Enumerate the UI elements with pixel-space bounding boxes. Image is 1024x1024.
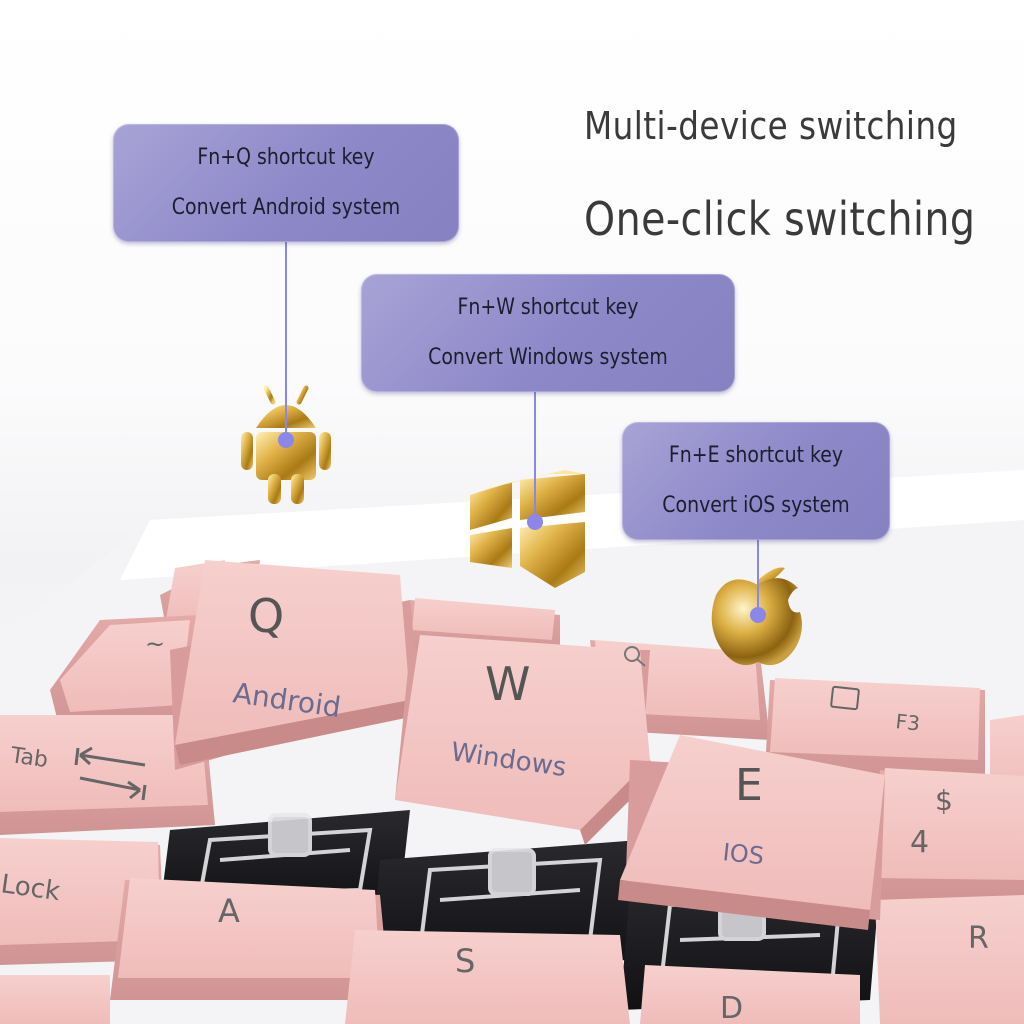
key-4-label: 4 xyxy=(910,825,929,860)
search-icon xyxy=(624,646,646,667)
key-e-letter: E xyxy=(735,760,763,811)
callout-windows: Fn+W shortcut key Convert Windows system xyxy=(361,274,735,392)
callout-description: Convert Android system xyxy=(171,195,401,220)
callout-shortcut: Fn+E shortcut key xyxy=(668,443,844,468)
headline-multi-device: Multi-device switching xyxy=(584,104,958,148)
headline-one-click: One-click switching xyxy=(584,192,976,246)
key-dollar-label: $ xyxy=(935,784,953,817)
key-tilde-label: ~ xyxy=(145,630,165,658)
key-s-label: S xyxy=(455,942,475,980)
keycap-4 xyxy=(870,768,1024,905)
key-w-letter: W xyxy=(485,657,530,711)
key-a-label: A xyxy=(218,892,240,930)
callout-shortcut: Fn+Q shortcut key xyxy=(197,145,375,170)
key-e-label: IOS xyxy=(721,838,765,870)
keycap-w xyxy=(395,635,655,845)
keycap xyxy=(50,615,200,730)
keycap-f3 xyxy=(765,678,985,780)
windows-icon xyxy=(470,470,585,588)
keycap-s xyxy=(345,930,630,1024)
key-f3-label: F3 xyxy=(894,709,921,735)
android-icon xyxy=(241,385,331,504)
key-tab-label: Tab xyxy=(8,743,49,773)
keycap-a xyxy=(110,878,390,1000)
key-d-label: D xyxy=(720,991,743,1024)
keycap-bottom-left xyxy=(0,975,110,1024)
keycap-q xyxy=(170,560,420,770)
screenshot-icon xyxy=(830,685,860,711)
callout-android: Fn+Q shortcut key Convert Android system xyxy=(113,124,459,242)
keycap-r xyxy=(875,895,1024,1024)
keycap-d xyxy=(640,965,860,1024)
connector-lines xyxy=(278,242,766,623)
callout-shortcut: Fn+W shortcut key xyxy=(457,295,639,320)
callout-ios: Fn+E shortcut key Convert iOS system xyxy=(622,422,890,540)
keycap-tab xyxy=(0,715,215,835)
callout-description: Convert Windows system xyxy=(428,345,668,370)
key-q-letter: Q xyxy=(248,589,284,643)
tab-arrows-icon xyxy=(74,746,147,801)
callout-description: Convert iOS system xyxy=(662,493,850,518)
key-r-label: R xyxy=(968,921,989,956)
keycap-e xyxy=(618,735,885,930)
